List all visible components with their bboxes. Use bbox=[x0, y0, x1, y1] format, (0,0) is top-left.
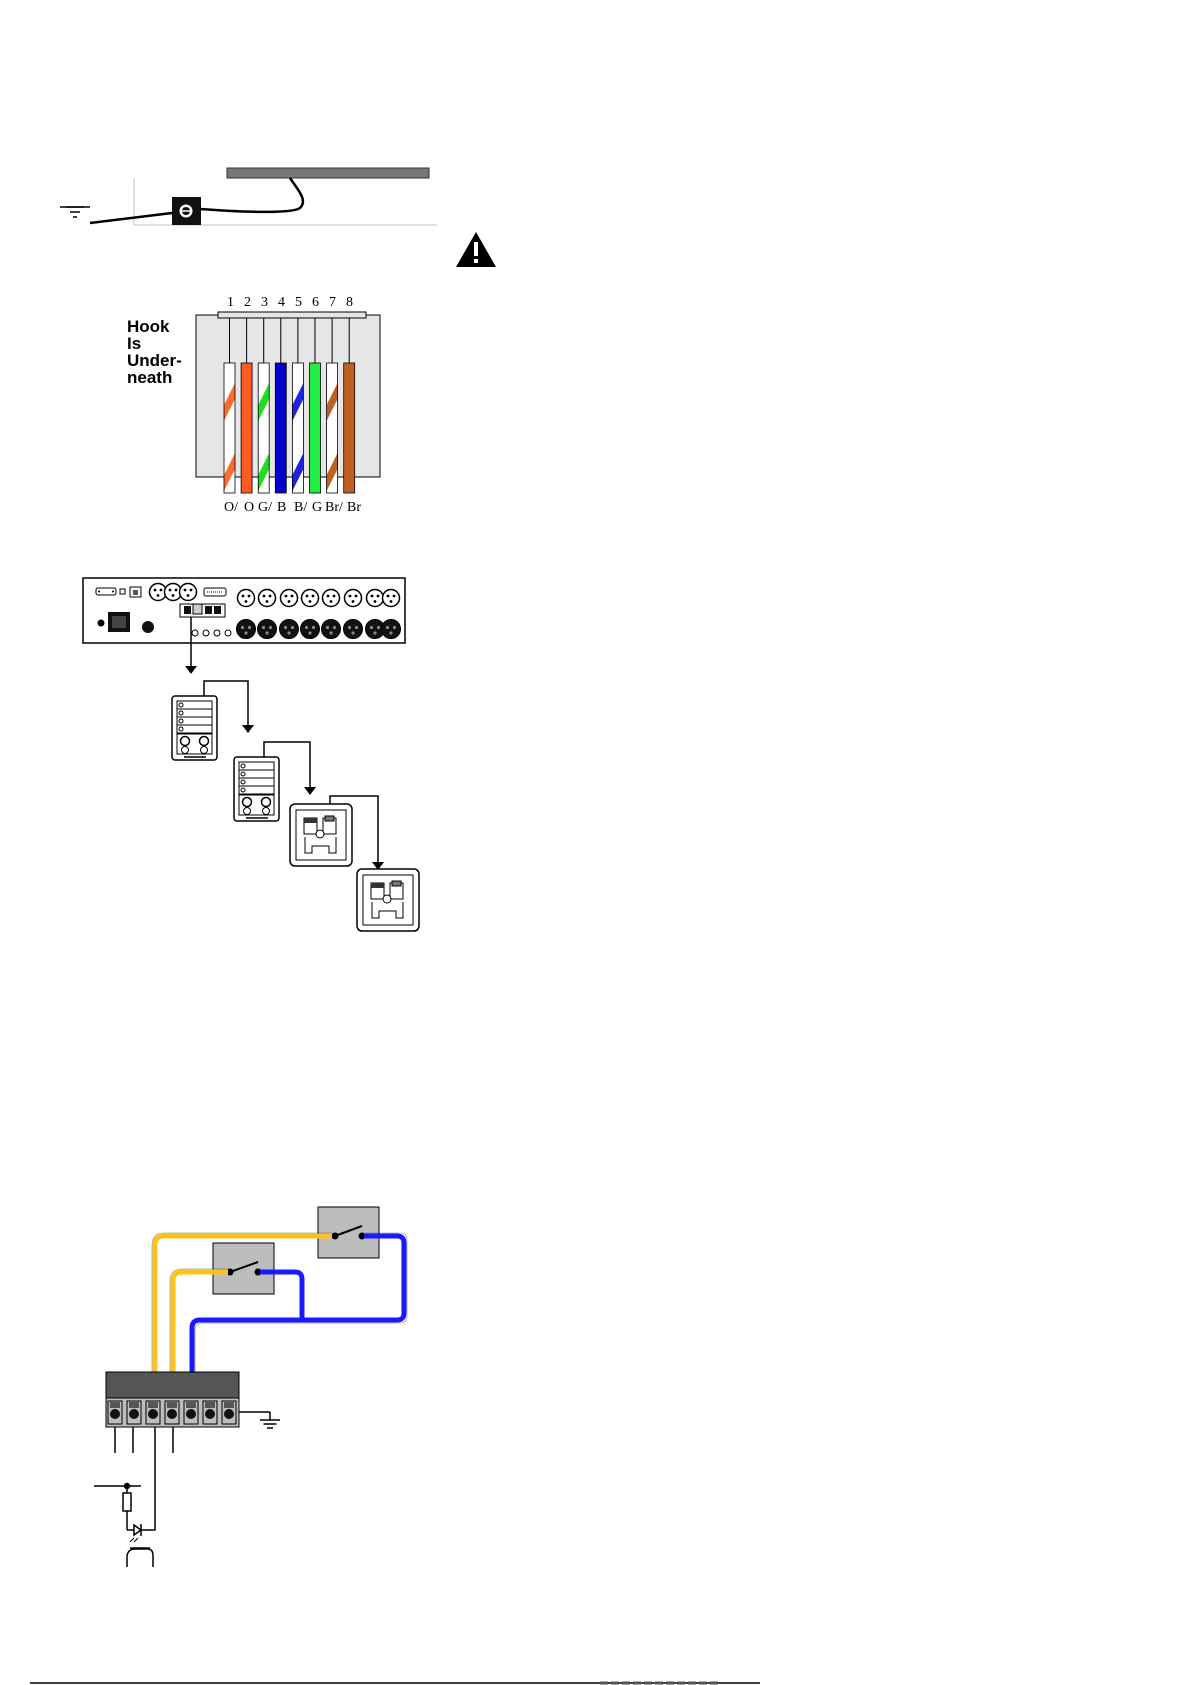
wire-label: B bbox=[277, 500, 286, 515]
led-indicator-circuit bbox=[94, 1484, 153, 1568]
pin-number: 3 bbox=[261, 295, 268, 310]
switch-wiring-diagram bbox=[94, 1207, 407, 1567]
wire-conductor bbox=[258, 363, 269, 493]
wire-conductor bbox=[327, 363, 338, 493]
terminal-screw bbox=[127, 1401, 141, 1424]
wire-conductor bbox=[292, 363, 303, 493]
terminal-screw bbox=[222, 1401, 236, 1424]
warning-triangle-icon bbox=[456, 232, 496, 267]
switch-box-2 bbox=[213, 1243, 274, 1294]
terminal-screw bbox=[108, 1401, 122, 1424]
wall-switches bbox=[213, 1207, 379, 1294]
wall-socket-2 bbox=[357, 869, 419, 931]
wire-conductor bbox=[224, 363, 235, 493]
rj45-pinout-diagram: Hook Is Under- neath 1 2 3 4 5 6 7 8 O/ … bbox=[127, 295, 380, 515]
wire-label: G/ bbox=[258, 500, 272, 515]
cable-conduit bbox=[227, 168, 429, 178]
wall-socket-1 bbox=[290, 804, 352, 866]
ground-wire bbox=[90, 213, 172, 223]
hook-note: Hook Is Under- neath bbox=[127, 317, 182, 387]
switch-box-1 bbox=[318, 1207, 379, 1258]
terminal-block bbox=[106, 1372, 239, 1427]
shield-drain-wire bbox=[200, 178, 303, 212]
rear-panel-chain-diagram bbox=[83, 578, 419, 931]
pin-number: 1 bbox=[227, 295, 234, 310]
pin-number: 8 bbox=[346, 295, 353, 310]
remote-panel-1 bbox=[172, 696, 217, 760]
wire-label: O bbox=[244, 500, 254, 515]
pin-number: 6 bbox=[312, 295, 319, 310]
wire-label: O/ bbox=[224, 500, 238, 515]
hook-note-line-4: neath bbox=[127, 368, 172, 387]
terminal-leads bbox=[115, 1427, 173, 1530]
wire-label: B/ bbox=[294, 500, 307, 515]
cable-ground-illustration bbox=[60, 168, 437, 225]
wire-conductor bbox=[310, 363, 321, 493]
wire-conductor bbox=[344, 363, 355, 493]
pin-number-row: 1 2 3 4 5 6 7 8 bbox=[227, 295, 353, 310]
ground-symbol-icon bbox=[260, 1412, 280, 1428]
terminal-screw bbox=[165, 1401, 179, 1424]
wire-color-labels: O/ O G/ B B/ G Br/ Br bbox=[224, 500, 361, 515]
terminal-screw bbox=[184, 1401, 198, 1424]
pin-number: 4 bbox=[278, 295, 285, 310]
remote-panel-2 bbox=[234, 757, 279, 821]
wire-label: G bbox=[312, 500, 322, 515]
wire-conductor bbox=[241, 363, 252, 493]
terminal-screw bbox=[203, 1401, 217, 1424]
pin-number: 5 bbox=[295, 295, 302, 310]
pin-number: 2 bbox=[244, 295, 251, 310]
wire-label: Br/ bbox=[325, 500, 343, 515]
wire-label: Br bbox=[347, 500, 361, 515]
terminal-screw bbox=[146, 1401, 160, 1424]
ground-symbol-icon bbox=[60, 202, 90, 217]
wire-conductor bbox=[275, 363, 286, 493]
pin-number: 7 bbox=[329, 295, 336, 310]
